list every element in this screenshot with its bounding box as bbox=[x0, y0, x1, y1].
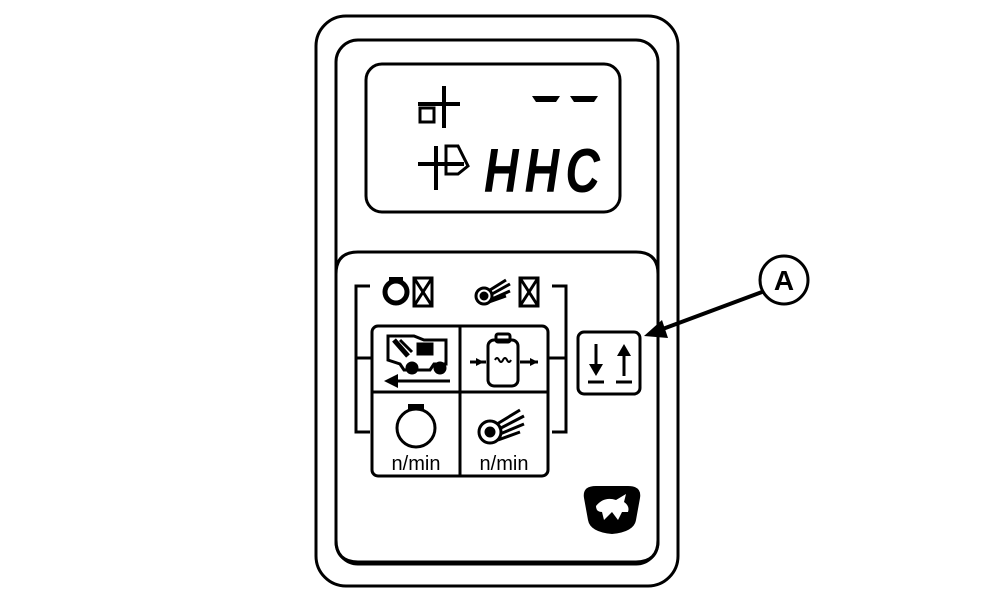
combine-harvester-icon bbox=[386, 334, 448, 375]
raise-lower-button[interactable] bbox=[576, 330, 642, 396]
engine-icon bbox=[382, 277, 410, 306]
rotor-speed-label: n/min bbox=[480, 453, 529, 475]
rotor-speed-key[interactable]: n/min bbox=[462, 394, 546, 475]
up-down-arrow-icon bbox=[588, 344, 632, 384]
arrow-left-icon bbox=[384, 374, 450, 388]
callout-a: A bbox=[644, 254, 810, 338]
callout-a-label: A bbox=[774, 265, 794, 296]
check-box-icon-2 bbox=[518, 276, 540, 308]
check-box-icon bbox=[412, 276, 434, 308]
rotor-speed-icon bbox=[477, 408, 525, 445]
engine-speed-label: n/min bbox=[392, 453, 441, 475]
header-float-key[interactable] bbox=[462, 328, 546, 390]
header-return-icon bbox=[418, 144, 470, 190]
drum-rotor-icon bbox=[474, 278, 511, 306]
john-deere-logo bbox=[583, 486, 641, 534]
combine-harvester-key[interactable] bbox=[374, 328, 458, 390]
header-position-icon bbox=[418, 86, 460, 128]
lcd-mode-text: HHC bbox=[484, 137, 606, 206]
lcd-upper-segments-text: - - bbox=[0, 0, 2, 1]
engine-speed-key[interactable]: n/min bbox=[374, 394, 458, 475]
lcd-upper-segments bbox=[532, 96, 598, 102]
header-float-icon bbox=[470, 332, 538, 388]
engine-speed-icon bbox=[395, 404, 437, 449]
